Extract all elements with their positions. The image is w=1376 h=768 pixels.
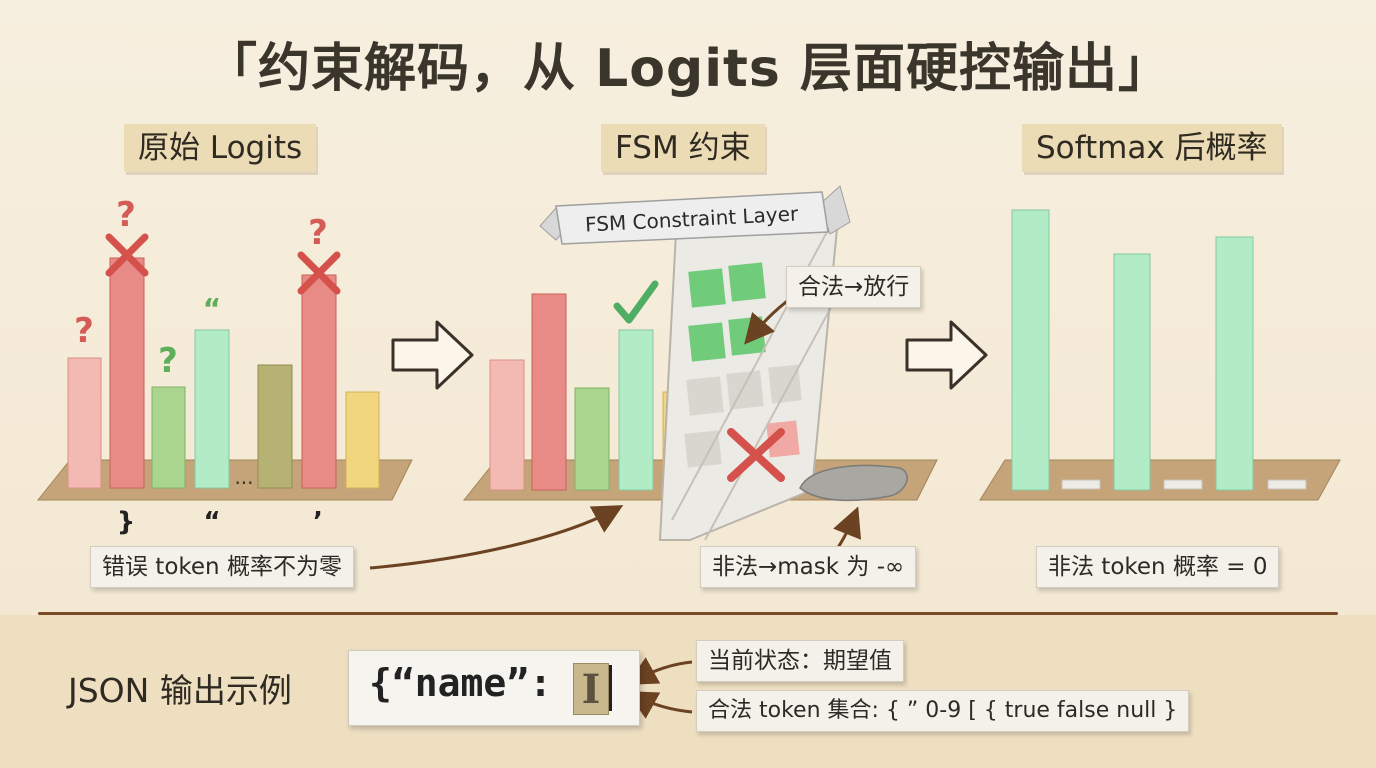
bar-green xyxy=(574,387,610,491)
bar-mint xyxy=(1215,236,1254,491)
bar-pink xyxy=(489,359,525,491)
bar-olive xyxy=(257,364,293,489)
cross-icon xyxy=(297,251,341,295)
check-icon xyxy=(613,280,659,324)
caret-line xyxy=(609,665,612,711)
softmax-probability-label: Softmax 后概率 xyxy=(1022,124,1282,172)
pointer-arrow xyxy=(369,505,624,570)
bar-pink xyxy=(67,357,102,489)
text-cursor-icon: I xyxy=(573,663,609,715)
bar-mint xyxy=(618,329,654,491)
raw-cross-marks xyxy=(105,233,341,295)
bar-green xyxy=(151,386,186,489)
token-label: ’ xyxy=(313,507,323,537)
question-mark: ? xyxy=(308,213,328,253)
fsm-constraint-label: FSM 约束 xyxy=(601,124,765,172)
illegal-mask-note: 非法→mask 为 -∞ xyxy=(700,546,917,588)
bar-mint xyxy=(194,329,230,489)
softmax-bars xyxy=(1011,209,1254,491)
cross-icon xyxy=(105,233,149,277)
pointer-arrow xyxy=(626,657,693,685)
masked-rubble xyxy=(799,464,908,502)
pointer-arrow xyxy=(626,691,693,719)
quote-mark: “ xyxy=(203,292,221,325)
legal-pass-note: 合法→放行 xyxy=(786,266,922,308)
bar-red xyxy=(531,293,567,491)
zero-slots xyxy=(1061,479,1307,490)
raw-logits-label: 原始 Logits xyxy=(124,124,317,172)
token-label: “ xyxy=(203,507,220,537)
question-mark: ? xyxy=(74,311,94,351)
illegal-zero-note: 非法 token 概率 = 0 xyxy=(1036,546,1280,588)
flow-arrow-icon xyxy=(905,320,988,390)
ellipsis: ... xyxy=(234,465,253,489)
raw-bars xyxy=(67,257,380,489)
section-divider xyxy=(38,612,1338,615)
bar-red-second xyxy=(301,274,337,489)
json-code-box: {“name”: I xyxy=(348,650,640,726)
bar-red-tall xyxy=(109,257,145,489)
question-mark: ? xyxy=(116,195,136,235)
cross-icon xyxy=(727,428,785,482)
cursor-glyph: I xyxy=(581,666,601,713)
question-mark: ? xyxy=(158,341,178,381)
legal-token-set-note: 合法 token 集合: { ” 0-9 [ { true false null… xyxy=(696,690,1190,732)
flow-arrow-icon xyxy=(391,320,474,390)
fsm-constraint-banner: FSM Constraint Layer xyxy=(539,185,851,245)
page-title: 「约束解码，从 Logits 层面硬控输出」 xyxy=(205,39,1171,99)
json-example-label: JSON 输出示例 xyxy=(68,671,292,710)
current-state-note: 当前状态：期望值 xyxy=(696,640,904,682)
json-code-text: {“name”: xyxy=(369,661,553,705)
bar-mint xyxy=(1011,209,1050,491)
bar-yellow xyxy=(345,391,380,489)
bar-mint xyxy=(1113,253,1151,491)
wrong-probability-note: 错误 token 概率不为零 xyxy=(90,546,354,588)
token-label: } xyxy=(117,507,136,537)
